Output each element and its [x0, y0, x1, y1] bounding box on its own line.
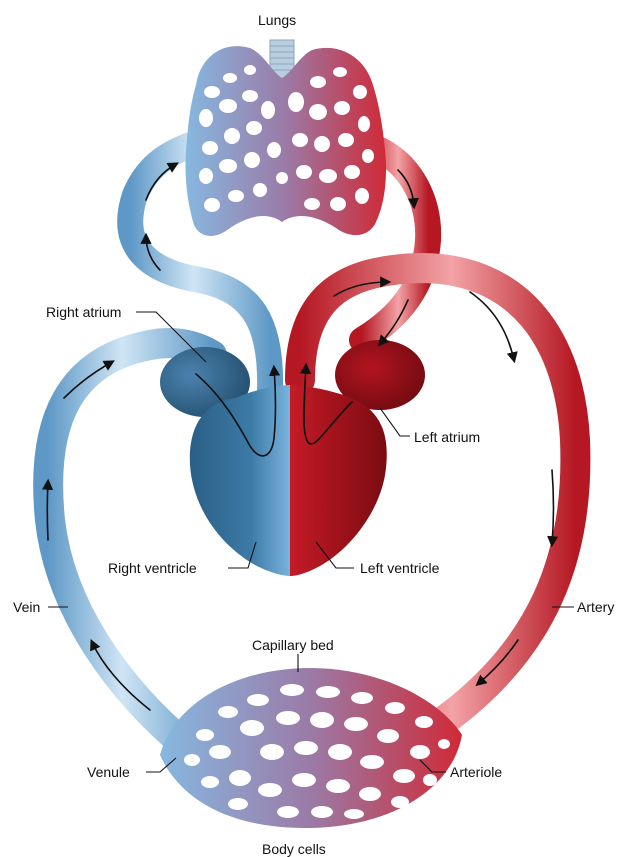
label-body-cells: Body cells [262, 842, 326, 856]
label-vein: Vein [13, 600, 40, 614]
lungs [185, 40, 386, 236]
label-arteriole: Arteriole [450, 765, 502, 779]
flow-arrow-vein-left [47, 482, 48, 540]
capillary-bed [160, 668, 462, 828]
left-atrium-leader [380, 408, 410, 436]
flow-arrow-artery-right [552, 470, 554, 544]
label-artery: Artery [577, 600, 614, 614]
label-right-ventricle: Right ventricle [108, 561, 197, 575]
label-right-atrium: Right atrium [46, 305, 121, 319]
label-capillary-bed: Capillary bed [252, 638, 334, 652]
label-left-atrium: Left atrium [414, 430, 480, 444]
label-lungs: Lungs [258, 13, 296, 27]
label-venule: Venule [87, 765, 130, 779]
label-left-ventricle: Left ventricle [360, 561, 439, 575]
